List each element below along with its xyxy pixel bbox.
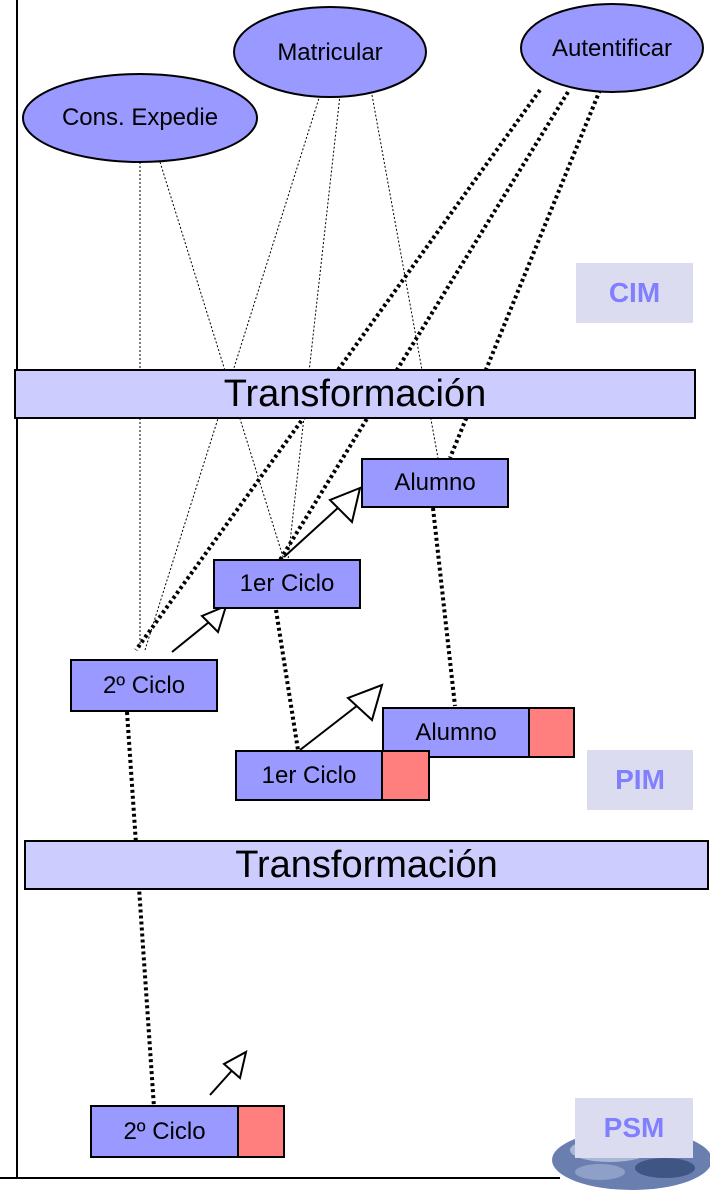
transformation-band-cim-pim: Transformación (14, 369, 696, 419)
usecase-ellipse-cons-expedie (22, 73, 258, 163)
pim-class-primer-ciclo: 1er Ciclo (213, 559, 361, 609)
psm-class-segundo-ciclo: 2º Ciclo (90, 1105, 239, 1158)
usecase-label-matricular: Matricular (277, 39, 383, 66)
level-label-pim: PIM (587, 750, 693, 810)
psm-marker-alumno (528, 707, 575, 758)
psm-class-primer-ciclo: 1er Ciclo (235, 750, 383, 801)
pim-generalization-arrows (171, 486, 362, 653)
psm-marker-primer-ciclo (381, 750, 430, 801)
usecase-label-autentificar: Autentificar (551, 35, 673, 62)
usecase-label-cons-expedie: Cons. Expedie (61, 104, 219, 131)
psm-generalization-arrows (209, 683, 384, 1096)
usecase-ellipse-autentificar (520, 3, 704, 93)
transformation-band-pim-psm: Transformación (24, 840, 709, 890)
level-label-psm: PSM (575, 1098, 693, 1158)
psm-class-alumno: Alumno (382, 707, 530, 758)
pim-class-segundo-ciclo: 2º Ciclo (70, 659, 218, 712)
pim-class-alumno: Alumno (361, 458, 509, 508)
level-label-cim: CIM (576, 263, 693, 323)
psm-marker-segundo-ciclo (237, 1105, 285, 1158)
pim-psm-trace (125, 507, 457, 1123)
usecase-ellipse-matricular (233, 6, 427, 98)
